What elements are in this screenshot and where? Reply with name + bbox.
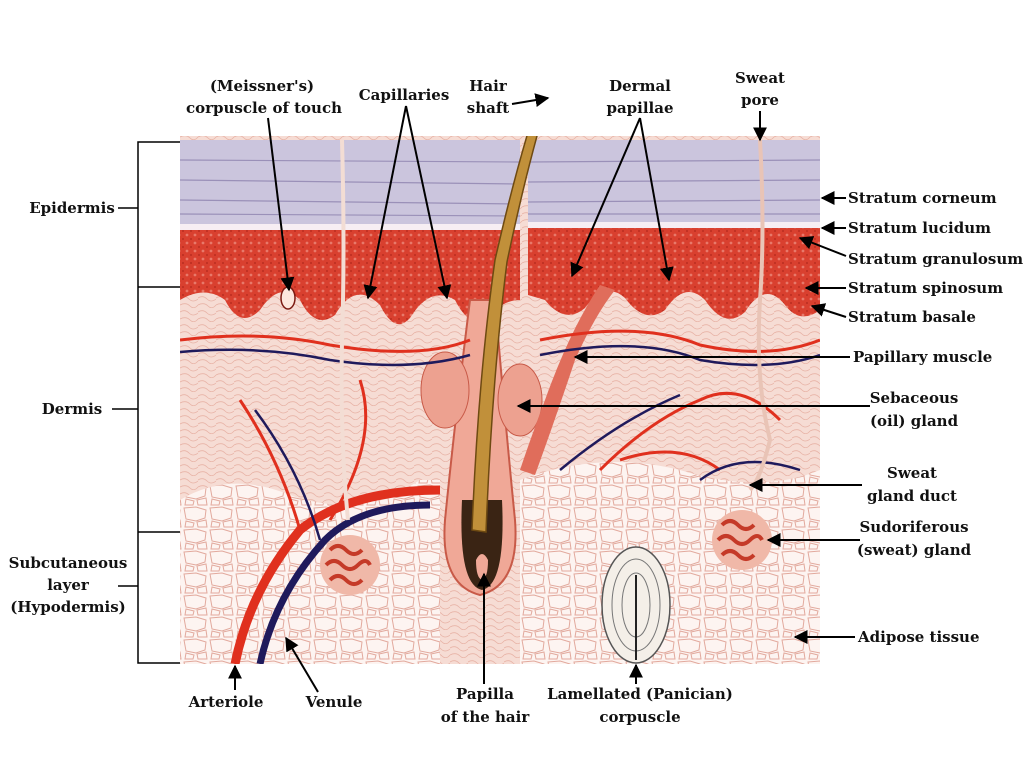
dermal-papillae-arrow-left [570, 117, 641, 278]
arteriole-label: Arteriole [188, 693, 264, 711]
subcutaneous-label-line-1: Subcutaneous [9, 554, 128, 572]
sweat-pore-label-line-1: Sweat [735, 69, 785, 87]
lamellated-corpuscle [601, 546, 671, 664]
hair-shaft-label-line-1: Hair [469, 77, 508, 95]
capillaries-label: Capillaries [359, 86, 450, 104]
stratum-corneum-right [528, 140, 820, 226]
stratum-granulosum-label: Stratum granulosum [848, 250, 1023, 268]
papilla-hair-label-line-1: Papilla [456, 685, 514, 703]
epidermis-cellular-right [528, 228, 820, 319]
sudoriferous-label-line-1: Sudoriferous [859, 518, 968, 536]
epidermis-cellular-left [180, 230, 520, 325]
corneum-lines [180, 159, 820, 217]
region-brackets [112, 141, 180, 664]
meissner-label-line-1: (Meissner's) [210, 77, 314, 95]
adipose-tissue-right [520, 462, 820, 664]
dermal-veins [180, 344, 820, 367]
venule-label: Venule [305, 693, 363, 711]
sweat-duct-label-line-2: gland duct [867, 487, 957, 505]
capillaries-arrow-left [363, 105, 407, 300]
dermal-papillae-label-line-2: papillae [606, 99, 673, 117]
branch-veins [253, 393, 801, 541]
meissner-label-line-2: corpuscle of touch [186, 99, 342, 117]
hair-shaft-label-line-2: shaft [467, 99, 510, 117]
sweat-pore-label-line-2: pore [741, 91, 779, 109]
lamellated-label-line-1: Lamellated (Panician) [547, 685, 733, 703]
epidermis-label: Epidermis [29, 199, 115, 217]
dermal-papillae-label-line-1: Dermal [609, 77, 671, 95]
sudoriferous-label-line-2: (sweat) gland [857, 541, 972, 559]
capillaries-arrow-right [405, 105, 452, 300]
stratum-lucidum-left [180, 224, 520, 230]
venule-arrow [285, 636, 319, 693]
papilla-hair-label-line-2: of the hair [441, 708, 531, 726]
pointer-arrows [228, 93, 870, 693]
stratum-granulosum-arrow [798, 236, 847, 257]
papillary-muscle [520, 285, 615, 475]
stratum-lucidum-right [528, 222, 820, 228]
sweat-gland-duct [748, 139, 773, 492]
stratum-spinosum-label: Stratum spinosum [848, 279, 1003, 297]
branch-arteries [238, 379, 782, 531]
dermis-label: Dermis [42, 400, 102, 418]
sudoriferous-gland-left [320, 535, 380, 595]
sweat-duct-label-line-1: Sweat [887, 464, 937, 482]
stratum-corneum-label: Stratum corneum [848, 189, 997, 207]
sebaceous-gland-left [420, 351, 470, 429]
sweat-duct-left [339, 139, 350, 521]
sudoriferous-gland-right [712, 510, 772, 570]
venule-vessel [256, 501, 431, 664]
meissner-arrow [267, 117, 295, 292]
subcutaneous-label-line-3: (Hypodermis) [10, 598, 126, 616]
adipose-label: Adipose tissue [857, 628, 980, 646]
subcutaneous-label-line-2: layer [47, 576, 90, 594]
hair-shaft [471, 136, 538, 533]
sebaceous-gland-right [497, 363, 543, 437]
meissner-corpuscle [280, 286, 296, 310]
tissue-illustration [180, 136, 820, 664]
dermal-arteries [180, 329, 820, 353]
stratum-basale-label: Stratum basale [848, 308, 976, 326]
hair-shaft-arrow [511, 93, 550, 107]
stratum-basale-arrow [810, 303, 847, 318]
dermal-papillae-arrow-right [639, 117, 674, 282]
lamellated-label-line-2: corpuscle [599, 708, 680, 726]
sebaceous-label-line-2: (oil) gland [870, 412, 959, 430]
sebaceous-label-line-1: Sebaceous [870, 389, 959, 407]
papillary-muscle-label: Papillary muscle [853, 348, 992, 366]
stratum-lucidum-label: Stratum lucidum [848, 219, 991, 237]
